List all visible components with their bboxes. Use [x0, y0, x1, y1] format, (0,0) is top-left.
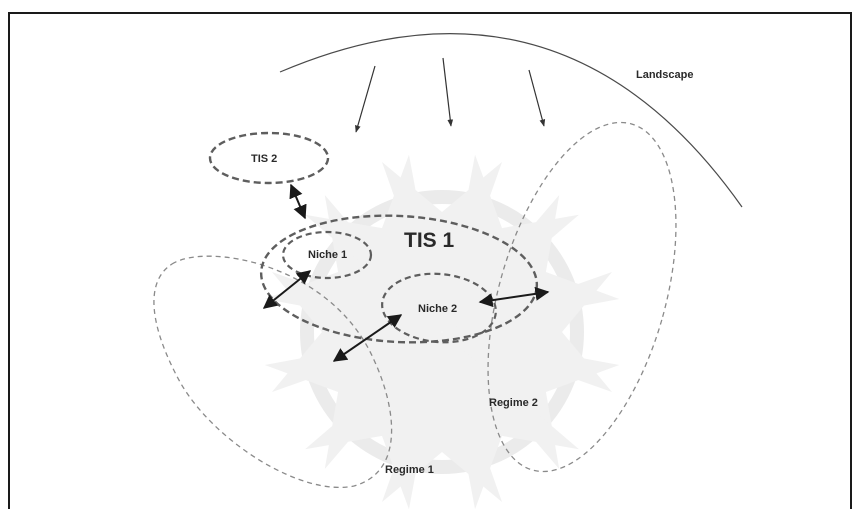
niche-1-label: Niche 1	[308, 249, 347, 261]
landscape-arrow-3	[528, 69, 546, 127]
niche-2-label: Niche 2	[418, 303, 457, 315]
niche2-regime1-arrow	[332, 314, 403, 362]
landscape-arc	[279, 33, 743, 208]
regime-2-boundary	[487, 121, 677, 473]
tis2-tis1-arrow	[289, 183, 307, 220]
landscape-label: Landscape	[636, 69, 693, 81]
landscape-arrow-1	[355, 65, 376, 133]
tis-2-label: TIS 2	[251, 153, 277, 165]
niche-2-boundary	[381, 272, 497, 344]
tis-2-boundary	[208, 131, 330, 185]
tis-1-boundary	[259, 214, 539, 344]
regime-1-label: Regime 1	[385, 464, 434, 476]
niche1-regime1-arrow	[262, 270, 312, 309]
tis-1-label: TIS 1	[404, 229, 455, 252]
watermark-ornament	[265, 155, 619, 509]
regime-2-label: Regime 2	[489, 397, 538, 409]
niche-1-boundary	[281, 230, 373, 280]
landscape-arrow-2	[442, 57, 454, 127]
figure-frame: Landscape TIS 1 TIS 2 Niche 1 Niche 2 Re…	[8, 12, 852, 509]
tis-diagram: Landscape TIS 1 TIS 2 Niche 1 Niche 2 Re…	[153, 33, 743, 509]
niche2-regime2-arrow	[478, 286, 550, 308]
